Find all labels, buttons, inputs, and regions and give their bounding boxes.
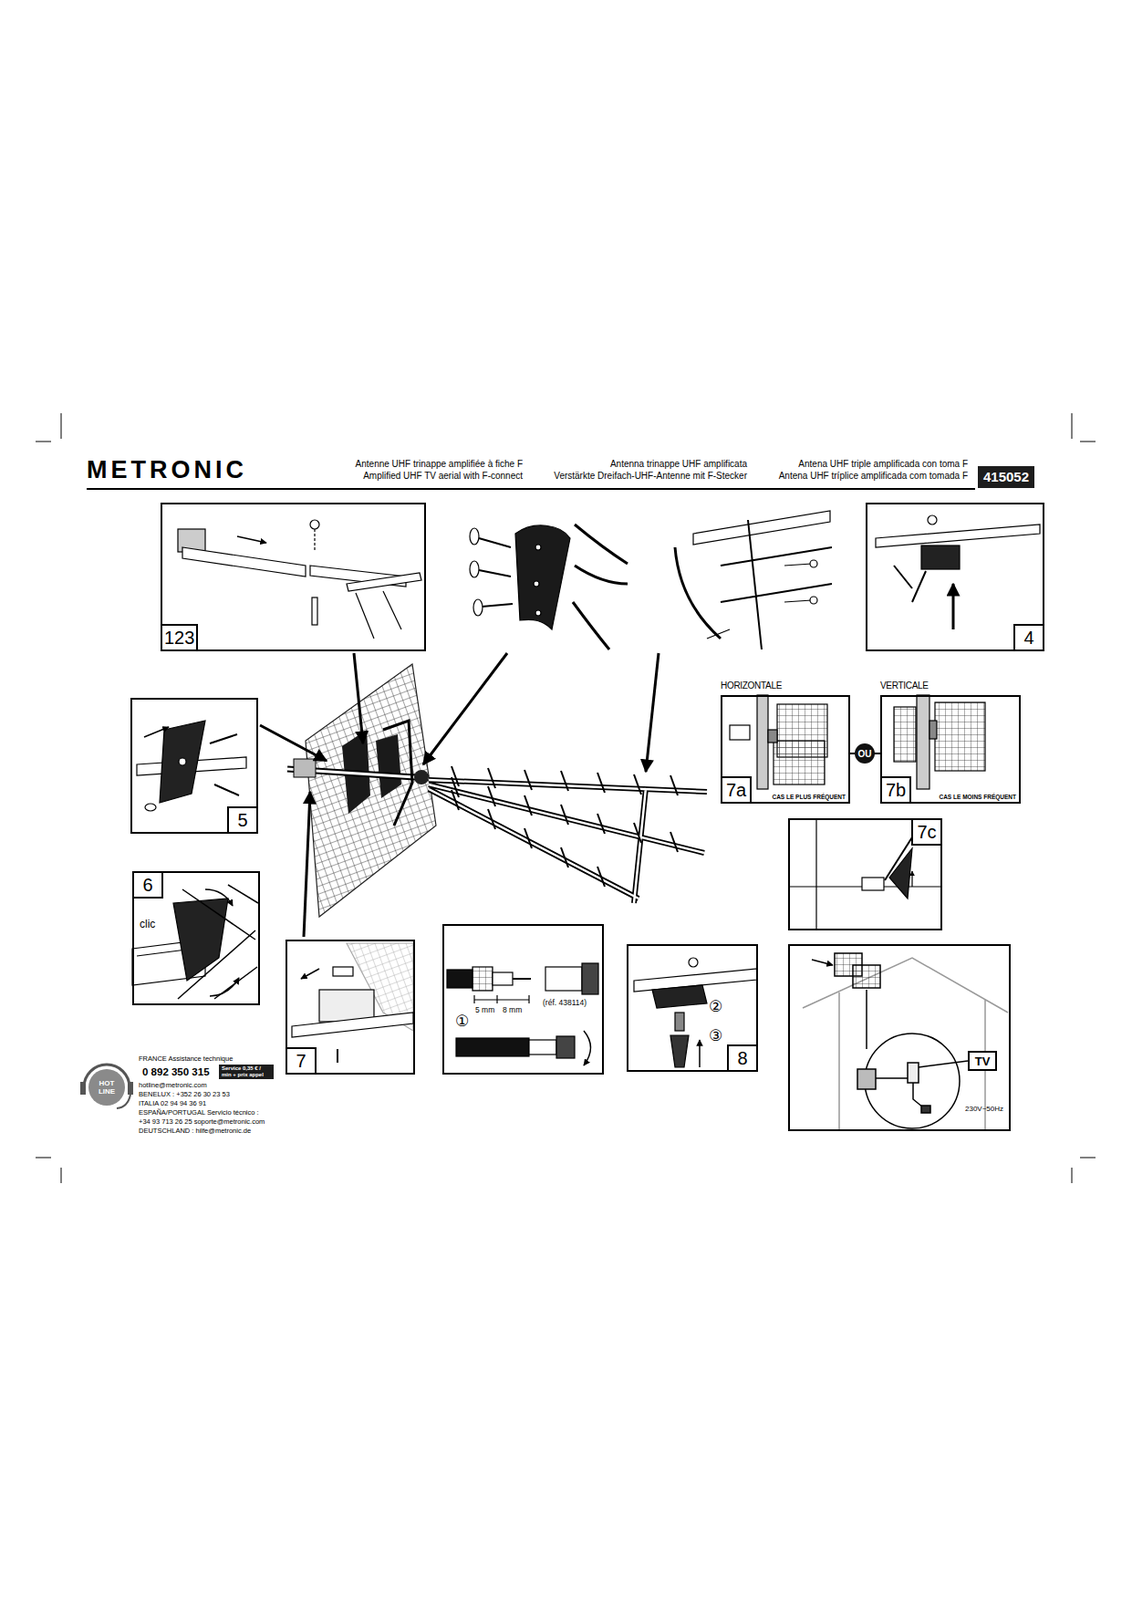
part-number-box: 415052 [977, 466, 1035, 489]
support-heading: FRANCE Assistance technique [138, 1055, 233, 1064]
step-4-art [875, 515, 1040, 630]
step-number: 7a [720, 776, 752, 804]
part-number: 415052 [983, 468, 1029, 485]
product-title: Antena UHF triple amplificada con toma F [798, 458, 968, 470]
step-7a-art [729, 695, 828, 790]
dimension: 8 mm [502, 1006, 522, 1015]
step-panel: 123 [160, 502, 426, 652]
dimension: 5 mm [475, 1006, 495, 1015]
step-number: 5 [227, 806, 259, 834]
product-title: Amplified UHF TV aerial with F-connect [363, 470, 523, 482]
step-number: 7 [285, 1047, 317, 1075]
click-label: clic [139, 918, 156, 931]
tv-label: TV [975, 1054, 991, 1069]
voltage-label: 230V~50Hz [965, 1105, 1004, 1114]
step-number: 7b [880, 776, 912, 804]
tv-box: TV [967, 1050, 997, 1071]
step-7-art [291, 943, 414, 1063]
step-123-art [177, 519, 422, 639]
hotline-label: HOT LINE [93, 1079, 120, 1096]
callout-number: ① [455, 1013, 469, 1031]
leader-arrows [259, 653, 659, 937]
step-panel: 7c [788, 818, 943, 931]
step-5-art [136, 720, 247, 811]
reference: (réf. 438114) [542, 998, 587, 1008]
note-text: CAS LE MOINS FRÉQUENT [938, 793, 1017, 800]
brand-title: METRONIC [86, 457, 248, 483]
phone-number: 0 892 350 315 [142, 1066, 210, 1079]
step-7b-art [893, 695, 986, 790]
support-contact: BENELUX : +352 26 30 23 53 [138, 1090, 230, 1100]
callout-number: ② [708, 998, 723, 1017]
step-number: 4 [1013, 623, 1045, 652]
callout-number: ③ [708, 1028, 723, 1046]
note-text: CAS LE PLUS FRÉQUENT [771, 793, 846, 800]
step-number: 123 [160, 623, 198, 652]
step-number: 7c [911, 818, 943, 846]
product-title: Antenne UHF trinappe amplifiée à fiche F [355, 458, 523, 470]
support-contact: +34 93 713 26 25 soporte@metronic.com [138, 1118, 265, 1127]
orientation-heading: HORIZONTALE [720, 680, 782, 691]
step-panel: HORIZONTALE7aCAS LE PLUS FRÉQUENT [720, 695, 851, 804]
hotline-headset [80, 1064, 134, 1109]
main-antenna [287, 664, 707, 917]
or-word: OU [858, 748, 873, 759]
step-2-art [469, 524, 628, 650]
crop-marks [35, 413, 1096, 1184]
step-7c-art [788, 818, 943, 931]
orientation-heading: VERTICALE [880, 680, 929, 691]
step-number: 8 [726, 1044, 759, 1072]
step-3-art [675, 510, 832, 650]
product-title: Antena UHF tríplice amplificada com toma… [778, 470, 968, 482]
house-art [802, 953, 1008, 1130]
price-box: Service 0,35 € / min + prix appel [218, 1064, 274, 1080]
step-panel: 7 [285, 939, 416, 1075]
installation-panel: 230V~50Hz TV [788, 944, 1011, 1132]
support-contact: DEUTSCHLAND : hilfe@metronic.de [138, 1127, 251, 1136]
hotline-badge: HOT LINE [88, 1069, 125, 1106]
step-6-art [132, 884, 259, 999]
header-rule [86, 488, 976, 490]
step-panel: 6 clic [132, 871, 260, 1006]
cable-panel: ① 5 mm 8 mm (réf. 438114) [442, 924, 604, 1075]
product-title: Verstärkte Dreifach-UHF-Antenne mit F-St… [553, 470, 748, 482]
support-contact: ITALIA 02 94 94 36 91 [138, 1100, 207, 1109]
step-number: 6 [132, 871, 164, 899]
cable-prep-art [446, 963, 599, 1066]
or-circle: OU [854, 743, 875, 764]
step-panel: VERTICALE7bCAS LE MOINS FRÉQUENT [880, 695, 1021, 804]
step-panel: 5 [130, 697, 259, 834]
step-panel: ② ③8 [626, 944, 759, 1072]
step-panel: 4 [865, 502, 1045, 652]
product-title: Antenna trinappe UHF amplificata [610, 458, 748, 470]
service-price: Service 0,35 € / min + prix appel [221, 1065, 264, 1078]
support-contact: hotline@metronic.com [138, 1081, 208, 1091]
support-contact: ESPAÑA/PORTUGAL Servicio técnico : [138, 1109, 260, 1118]
